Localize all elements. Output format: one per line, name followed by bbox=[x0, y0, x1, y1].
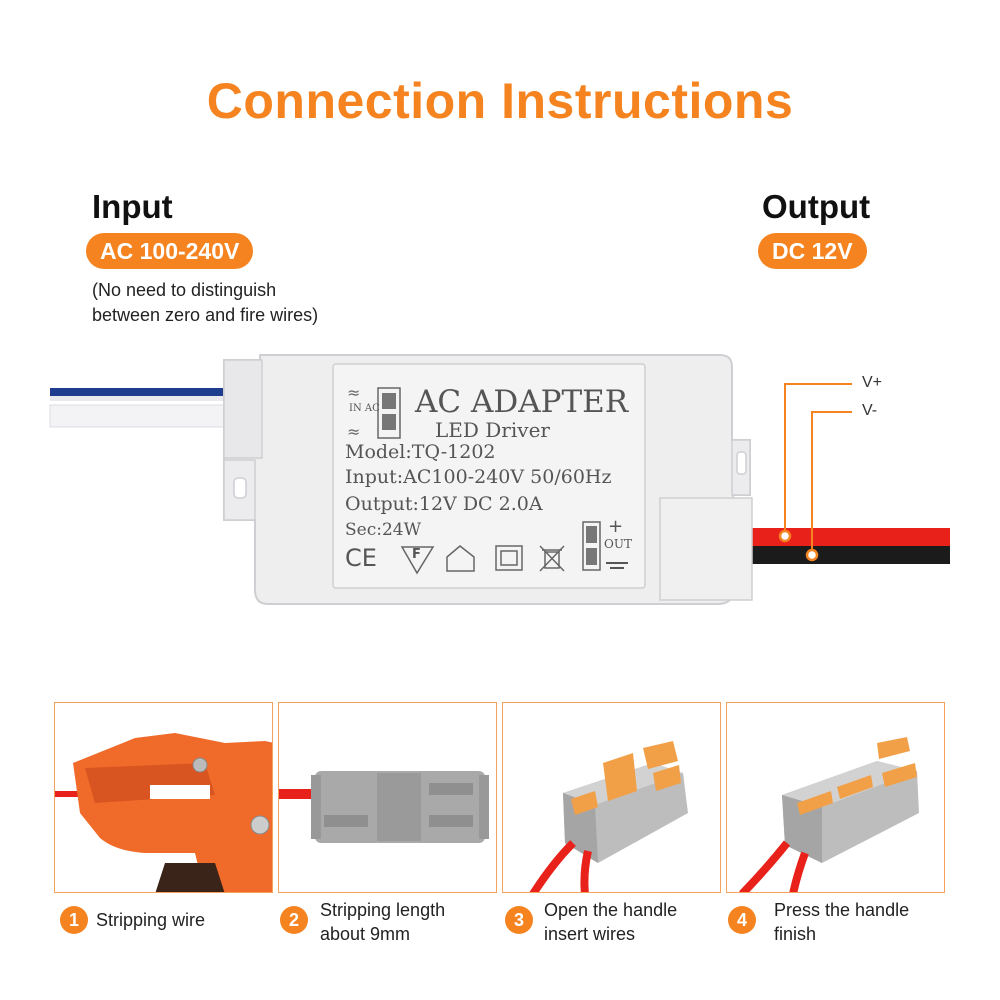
input-voltage-badge: AC 100-240V bbox=[86, 233, 254, 269]
step-3-caption: Open the handle insert wires bbox=[544, 900, 678, 944]
step-4-caption: Press the handle finish bbox=[774, 900, 910, 944]
label-output: Output:12V DC 2.0A bbox=[345, 493, 543, 515]
f-mark-icon bbox=[400, 546, 435, 575]
vplus-label: V+ bbox=[862, 374, 883, 391]
svg-text:+: + bbox=[608, 516, 623, 537]
wire-stripper-icon bbox=[73, 733, 272, 892]
output-voltage-badge: DC 12V bbox=[758, 233, 867, 269]
adapter-body: ≈ ≈ + bbox=[223, 354, 753, 605]
adapter-diagram: ≈ ≈ + bbox=[49, 354, 950, 605]
double-insulation-icon bbox=[495, 545, 523, 571]
svg-text:≈: ≈ bbox=[347, 383, 360, 402]
wire-icon bbox=[739, 840, 791, 892]
step-1-caption: Stripping wire bbox=[96, 910, 206, 930]
step-3-image bbox=[502, 702, 721, 893]
input-note-line1: (No need to distinguish bbox=[92, 280, 277, 300]
input-heading: Input bbox=[92, 188, 173, 225]
input-note-line2: between zero and fire wires) bbox=[92, 305, 319, 325]
step-2-caption: Stripping length about 9mm bbox=[320, 900, 446, 944]
rating-label bbox=[332, 363, 646, 589]
vplus-marker bbox=[778, 529, 792, 543]
lever-connector-closed-icon bbox=[782, 737, 919, 863]
indoor-use-icon bbox=[446, 545, 475, 572]
page-title: Connection Instructions bbox=[206, 73, 794, 129]
label-title: AC ADAPTER bbox=[415, 384, 629, 420]
step-2-image bbox=[278, 702, 497, 893]
input-wire-white bbox=[49, 404, 231, 428]
output-wire-red bbox=[745, 528, 950, 546]
input-wire-blue bbox=[50, 388, 230, 396]
input-wire-white-top bbox=[50, 396, 230, 401]
splice-connector-icon bbox=[311, 771, 489, 843]
f-mark-text: F bbox=[412, 547, 421, 562]
svg-text:≈: ≈ bbox=[347, 422, 360, 441]
label-input: Input:AC100-240V 50/60Hz bbox=[345, 466, 612, 488]
label-subtitle: LED Driver bbox=[435, 418, 550, 442]
step-4-image bbox=[726, 702, 945, 893]
step-2-number: 2 bbox=[280, 906, 308, 934]
label-in-ac: IN AC bbox=[349, 403, 380, 414]
input-wires bbox=[49, 388, 231, 428]
ce-mark-icon: CE bbox=[345, 544, 377, 572]
output-heading: Output bbox=[762, 188, 871, 225]
weee-bin-icon bbox=[539, 545, 565, 572]
label-sec: Sec:24W bbox=[345, 520, 422, 540]
output-wires bbox=[745, 528, 950, 564]
step-1-image bbox=[54, 702, 273, 893]
lever-connector-icon bbox=[563, 741, 688, 863]
label-model: Model:TQ-1202 bbox=[345, 441, 496, 463]
step-1-number: 1 bbox=[60, 906, 88, 934]
output-wire-black bbox=[745, 546, 950, 564]
step-3-number: 3 bbox=[505, 906, 533, 934]
wire-icon bbox=[279, 789, 324, 799]
output-leader-lines bbox=[784, 383, 852, 555]
vminus-label: V- bbox=[862, 402, 878, 419]
vminus-marker bbox=[805, 548, 819, 562]
step-4-number: 4 bbox=[728, 906, 756, 934]
label-out: OUT bbox=[604, 537, 632, 551]
wire-icon bbox=[529, 840, 576, 892]
